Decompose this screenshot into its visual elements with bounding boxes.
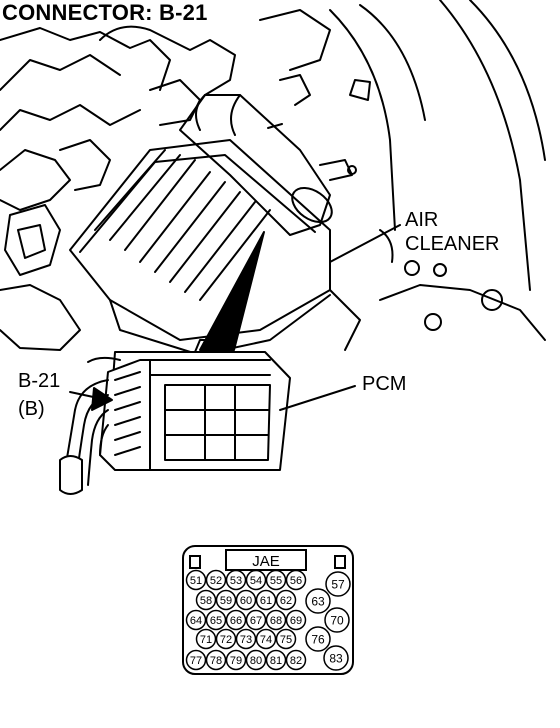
connector-color-label: (B): [18, 398, 45, 420]
pcm-label: PCM: [362, 373, 407, 395]
air-cleaner-label-line1: AIR: [405, 209, 439, 231]
connector-id-label: B-21: [18, 370, 61, 392]
pcm-location-arrow: [199, 231, 265, 351]
air-cleaner-label-line2: CLEANER: [405, 233, 500, 255]
pcm-module: [99, 339, 291, 471]
right-fender: [259, 0, 546, 341]
pcm-leader: [279, 385, 356, 411]
left-body-structure: [0, 25, 236, 351]
intake-duct: [179, 94, 357, 236]
page-title: CONNECTOR: B-21: [2, 0, 208, 25]
air-cleaner-box: [69, 139, 361, 356]
b21-pointer-arrow: [69, 387, 113, 411]
air-cleaner-leader: [329, 224, 401, 263]
wiring-harness: [59, 356, 121, 495]
